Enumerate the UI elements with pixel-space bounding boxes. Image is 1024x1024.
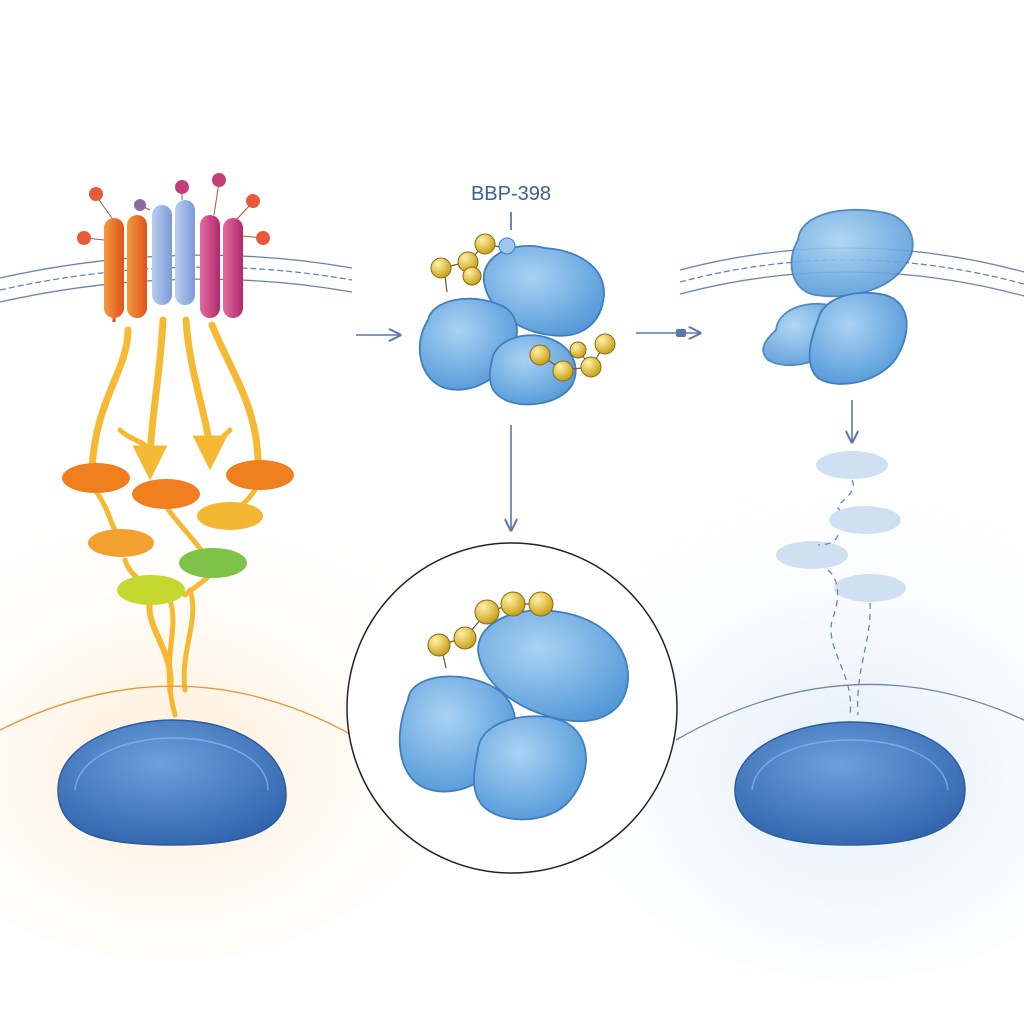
signal-streams [88,316,262,718]
left-panel-active-signaling [0,173,353,846]
signal-node-orange [132,479,200,509]
compound-bead [474,233,496,255]
faded-signal-node [829,506,901,534]
inset-compound-bead [453,626,477,650]
faded-signal-node [776,541,848,569]
signal-node-yellow [197,502,263,530]
ligand-ball [175,180,189,194]
ligand-ball [246,194,260,208]
arrow-block-marker [676,329,686,337]
protein-domain [488,334,577,406]
receptor-orange-2 [127,215,147,318]
left-nucleus [57,719,287,846]
compound-bead [569,341,587,359]
inset-compound-bead [474,599,500,625]
drug-label: BBP-398 [471,183,551,205]
center-panel-drug-binding: BBP-398 [346,183,700,874]
inset-compound-bead [528,591,554,617]
ligand-ball [134,199,146,211]
faded-signal-node [816,451,888,479]
compound-bead [580,356,602,378]
compound-bead [462,266,482,286]
compound-bead [430,257,452,279]
inset-protein-domain [477,609,629,723]
receptor-orange-1 [104,218,124,322]
receptor-magenta-1 [200,215,220,318]
signal-node-yellow [88,529,154,557]
inactive-protein-complex [762,208,914,385]
compound-bead [552,360,574,382]
right-panel-inhibited-signaling [675,208,1024,846]
inset-protein-complex [398,609,629,821]
receptor-blue-2 [175,200,195,305]
receptor-magenta-2 [223,218,243,318]
signal-node-lime [117,575,185,605]
ligand-ball [89,187,103,201]
compound-bead [594,333,616,355]
inset-compound-bead [500,591,526,617]
ligand-ball [77,231,91,245]
inactive-protein-domain [790,208,914,298]
signal-node-orange [226,460,294,490]
ligand-ball [256,231,270,245]
signal-node-green [179,548,247,578]
inactive-protein-domain [808,291,908,385]
compound-bead [498,237,516,255]
faded-signal-node [834,574,906,602]
inset-compound-bead [427,633,451,657]
signal-node-orange [62,463,130,493]
right-nucleus [734,721,966,846]
faded-signal-paths [817,479,871,716]
protein-domain [483,244,605,337]
inset-protein-domain [473,715,587,821]
ligand-ball [212,173,226,187]
shp2-protein-complex [418,244,605,406]
right-nuclear-envelope [675,683,1024,741]
left-nuclear-envelope [0,685,353,736]
receptor-blue-1 [152,205,172,305]
compound-bead [529,344,551,366]
